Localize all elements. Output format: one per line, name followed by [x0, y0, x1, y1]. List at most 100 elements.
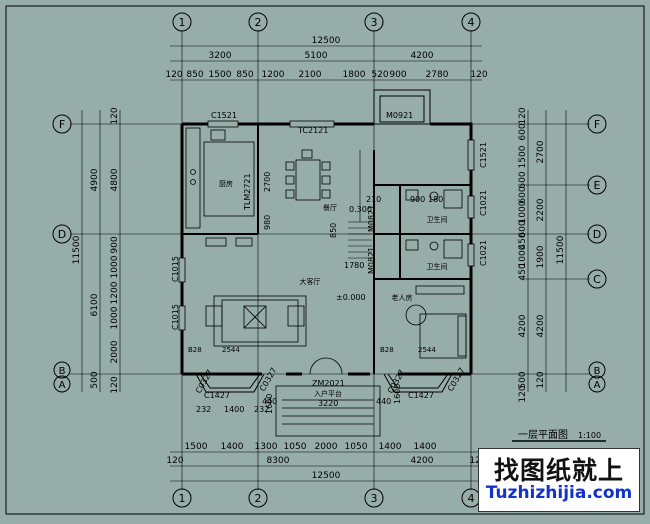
- dim-top-overall: 12500: [312, 36, 341, 46]
- axis-1-top: 1: [179, 16, 186, 29]
- dim-top-r3-4: 1200: [262, 70, 285, 80]
- code-22: ZM2021: [312, 379, 345, 388]
- axis-A-left: A: [59, 380, 66, 391]
- dim-top-r3-1: 850: [186, 70, 203, 80]
- axis-2-top: 2: [255, 16, 262, 29]
- code-29: 1400: [224, 405, 244, 414]
- dim-right-seg-0: 2700: [536, 140, 546, 163]
- dim-right-edge-1: 120: [518, 385, 528, 402]
- axis-grid: [70, 30, 590, 490]
- top-dimension-lines: [170, 45, 482, 81]
- code-11: 180: [428, 195, 443, 204]
- title-block: 一层平面图 1:100: [512, 429, 606, 442]
- dim-left-seg-1: 6100: [90, 293, 100, 316]
- room-labels: 厨房 餐厅 大客厅 老人房 卫生间 卫生间 入户平台: [219, 179, 448, 398]
- dim-bot-r1-4: 2000: [315, 442, 338, 452]
- dim-left-sub-0: 4800: [110, 168, 120, 191]
- code-10: 900: [410, 195, 425, 204]
- bottom-dimension-texts: 1500 1400 1300 1050 2000 1050 1400 1400 …: [166, 442, 486, 481]
- room-elder-bedroom: 老人房: [392, 293, 413, 302]
- watermark-en: Tuzhizhijia.com: [485, 483, 633, 503]
- axis-4-bottom: 4: [468, 492, 475, 505]
- dim-bot-r1-0: 1500: [185, 442, 208, 452]
- dim-bot-r1-3: 1050: [284, 442, 307, 452]
- dim-right-seg-2: 1900: [536, 245, 546, 268]
- drawing-frame: [5, 5, 645, 515]
- living-sofa: [205, 295, 307, 347]
- dim-bot-r1-6: 1400: [379, 442, 402, 452]
- dim-left-edge-0: 120: [110, 107, 120, 124]
- code-28: 232: [196, 405, 211, 414]
- dim-top-r3-3: 850: [236, 70, 253, 80]
- top-axis-bubbles: 1 2 3 4: [172, 12, 481, 32]
- bay-windows: [195, 373, 453, 393]
- dim-bot-r1-2: 1300: [255, 442, 278, 452]
- outer-walls: [180, 122, 473, 376]
- dim-left-edge-2: 120: [110, 376, 120, 393]
- small-0: B28: [188, 346, 202, 354]
- code-30: 232: [254, 405, 269, 414]
- dim-top-r3-5: 2100: [299, 70, 322, 80]
- axis-F-left: F: [59, 118, 65, 131]
- code-20: C1427: [204, 391, 230, 400]
- dim-right-seg-1: 2200: [536, 198, 546, 221]
- code-3: C1521: [479, 142, 488, 168]
- dim-top-r2-1: 5100: [305, 51, 328, 61]
- dim-right-sub-9: 4200: [518, 314, 528, 337]
- dim-bot-r1-5: 1050: [345, 442, 368, 452]
- dim-right-sub-4: 1000: [518, 200, 528, 223]
- small-1: B28: [380, 346, 394, 354]
- axis-2-bottom: 2: [255, 492, 262, 505]
- drawing-scale: 1:100: [578, 431, 601, 440]
- axis-F-right: F: [594, 118, 600, 131]
- elder-bed: [405, 285, 467, 359]
- dim-right-sub-11: 120: [536, 371, 546, 388]
- axis-D-left: D: [58, 228, 66, 241]
- axis-3-top: 3: [371, 16, 378, 29]
- dim-top-r3-0: 120: [165, 70, 182, 80]
- right-dimension-texts: 11500 2700 2200 1900 4200 600 1500 600 6…: [518, 107, 566, 402]
- room-entrance: 入户平台: [314, 389, 342, 398]
- dim-bot-r2-1: 8300: [267, 456, 290, 466]
- code-12: M0821: [367, 205, 376, 232]
- dim-right-sub-10: 500: [518, 371, 528, 388]
- rear-door-box: [373, 89, 431, 125]
- dim-bot-r2-2: 4200: [411, 456, 434, 466]
- dim-top-r3-9: 2780: [426, 70, 449, 80]
- dim-right-sub-8: 450: [518, 263, 528, 280]
- dim-right-seg-3: 4200: [536, 314, 546, 337]
- code-8: 0.300: [349, 205, 372, 214]
- axis-E-right: E: [594, 179, 601, 192]
- dim-left-overall: 11500: [72, 235, 82, 264]
- drawing-title: 一层平面图: [518, 429, 568, 441]
- dim-left-edge-1: 500: [90, 371, 100, 388]
- dim-top-r3-7: 520: [371, 70, 388, 80]
- code-9: 210: [366, 195, 381, 204]
- axis-A-right: A: [594, 380, 601, 391]
- dining-table: [285, 149, 331, 201]
- axis-C-right: C: [593, 273, 601, 286]
- kitchen-fixtures: [185, 127, 255, 247]
- code-34: 1600: [393, 384, 402, 404]
- dim-right-sub-0: 600: [518, 123, 528, 140]
- right-axis-bubbles: F E D C B A: [587, 114, 607, 393]
- code-4: TLM2721: [243, 173, 252, 211]
- dim-left-seg-0: 4900: [90, 168, 100, 191]
- dim-right-sub-6: 450: [518, 232, 528, 249]
- bottom-axis-bubbles: 1 2 3 4: [172, 488, 481, 508]
- bottom-dimension-lines: [170, 451, 482, 482]
- dim-top-r2-0: 3200: [209, 51, 232, 61]
- code-17: C1015: [171, 304, 180, 330]
- code-0: C1521: [211, 111, 237, 120]
- dim-right-edge-0: 120: [518, 107, 528, 124]
- dim-right-sub-1: 1500: [518, 145, 528, 168]
- code-15: C1021: [479, 240, 488, 266]
- dim-left-sub-2: 900: [110, 236, 120, 253]
- code-5: 2700: [263, 172, 272, 192]
- code-7: 850: [329, 223, 338, 238]
- room-toilet: 卫生间: [427, 215, 448, 224]
- code-16: C1015: [171, 256, 180, 282]
- dim-bot-r1-7: 1400: [414, 442, 437, 452]
